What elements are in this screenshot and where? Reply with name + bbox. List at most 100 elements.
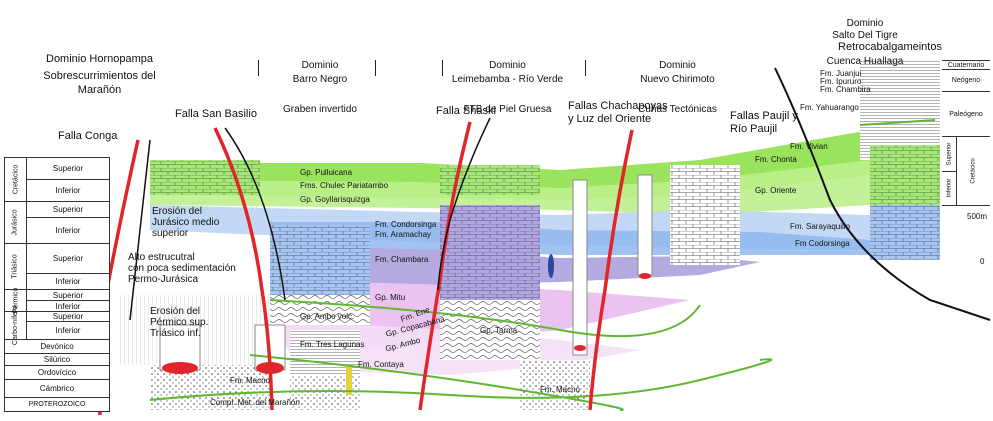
unit-codorsinga-r: Fm Codorsinga: [795, 239, 850, 248]
unit-oriente: Gp. Oriente: [755, 186, 797, 195]
header-chirimoto: Dominio Nuevo Chirimoto Cuñas Tectónicas: [615, 45, 740, 131]
cambrico: Cámbrico: [5, 380, 109, 398]
yellow-dike: [346, 365, 352, 395]
separator-4: [585, 60, 586, 76]
unit-mitu: Gp. Mitu: [375, 293, 406, 302]
jurasico-superior: Superior: [27, 202, 109, 218]
black-fault-3: [437, 117, 491, 291]
right-stratigraphic-column: Cuaternario Neógeno Paleógeno Superior I…: [942, 60, 990, 260]
unit-sarayaquillo: Fm. Sarayaquillo: [790, 222, 851, 231]
header-leimebamba-desc: FTB de Piel Gruesa: [463, 104, 552, 115]
chirimoto-block: [670, 165, 740, 265]
black-fault-2: [224, 127, 286, 301]
leimebamba-lower: [440, 300, 540, 360]
leimebamba-jurassic: [440, 205, 540, 300]
separator-1: [258, 60, 259, 76]
unit-chambira: Fm. Chambira: [820, 85, 871, 94]
era-jurasico: Jurásico: [5, 202, 27, 244]
header-salto-desc: Retrocabalgameintos: [838, 41, 942, 53]
header-leimebamba-name: Dominio Leimebamba - Río Verde: [451, 60, 564, 85]
header-leimebamba: Dominio Leimebamba - Río Verde FTB de Pi…: [440, 45, 575, 131]
annotation-erosion-permico: Erosión del Pérmico sup. Triásico inf.: [150, 306, 209, 339]
salto-upper-block: [860, 60, 940, 160]
annotation-alto-estructural: Alto estrucutral con poca sedimentación …: [128, 252, 236, 285]
unit-chulec: Fms. Chulec Pariatambo: [300, 181, 389, 190]
cretacico-inferior: Inferior: [27, 180, 109, 202]
unit-tarma: Gp. Tarma: [480, 326, 518, 335]
unit-chonta: Fm. Chonta: [755, 155, 797, 164]
header-chirimoto-desc: Cuñas Tectónicas: [638, 104, 717, 115]
triasico-superior: Superior: [27, 244, 109, 274]
label-fallas-chachapoyas: Fallas Chachapoyas y Luz del Oriente: [568, 100, 668, 125]
header-hornopampa: Dominio Hornopampa Sobrescurrimientos de…: [22, 52, 177, 97]
header-barro-negro-desc: Graben invertido: [283, 104, 357, 115]
green-horizon-3: [249, 354, 624, 411]
borehole-right: [637, 174, 653, 276]
unit-tres-lagunas: Fm. Tres Lagunas: [300, 340, 365, 349]
unit-macno-left: Fm. Macno: [230, 376, 271, 385]
green-horizon-1: [149, 358, 773, 401]
header-salto-basin: Cuenca Huallaga: [826, 56, 904, 67]
jurassic-condorsinga-layer: [270, 222, 940, 255]
unit-goyllarisquizga: Gp. Goyllarisquizga: [300, 195, 370, 204]
carbonifero-superior: Superior: [27, 312, 109, 322]
unit-juanjui: Fm. Juanjui: [820, 69, 862, 78]
rc-cretacico-block: Superior Inferior Cretácico: [942, 137, 990, 206]
era-carbonifero: Carbo-nífero: [5, 306, 27, 345]
stratigraphic-column: Cretácico Superior Inferior Jurásico Sup…: [4, 157, 110, 412]
header-barro-negro-name: Dominio Barro Negro: [292, 60, 348, 85]
separator-2: [375, 60, 376, 76]
unit-compl-met: Compl. Met. del Marañón: [210, 398, 300, 407]
triasico-inferior: Inferior: [27, 274, 109, 290]
cretaceous-layer-lower: [150, 155, 940, 215]
header-hornopampa-desc: Sobrescurrimientos del Marañón: [43, 70, 156, 96]
label-falla-conga: Falla Conga: [58, 130, 118, 142]
annotation-erosion-jurasico: Erosión del Jurásico medio superior: [152, 206, 220, 239]
falla-san-basilio-line: [213, 127, 274, 411]
silurico: Silúrico: [5, 354, 109, 366]
scale-500m: 500m: [967, 212, 988, 221]
era-triasico: Triásico: [5, 244, 27, 290]
unit-aramachay: Fm. Aramachay: [375, 230, 432, 239]
unit-condorsinga: Fm. Condorsinga: [375, 220, 437, 229]
ordovicico: Ordovícico: [5, 366, 109, 380]
falla-shaski-line: [418, 121, 472, 411]
rc-neogeno: Neógeno: [942, 70, 990, 92]
left-limestone-block: [150, 160, 260, 195]
scale-zero: 0: [980, 257, 985, 266]
black-fault-1: [129, 139, 151, 321]
label-fallas-paujil: Fallas Paujil y Río Paujil: [730, 110, 798, 135]
jurasico-inferior: Inferior: [27, 218, 109, 244]
header-salto: Dominio Salto Del Tigre Cuenca Huallaga: [805, 6, 925, 80]
borehole-center: [572, 179, 588, 356]
green-horizon-2: [269, 299, 701, 338]
unit-chambara: Fm. Chambara: [375, 255, 429, 264]
era-permico: Pérmico: [5, 288, 27, 313]
permico-superior: Superior: [27, 290, 109, 301]
separator-3: [442, 60, 443, 76]
carbonifero-inferior: Inferior: [27, 322, 109, 340]
label-falla-shaski: Falla Shaski: [436, 105, 496, 117]
header-chirimoto-name: Dominio Nuevo Chirimoto: [640, 60, 715, 85]
rc-cretacico: Cretácico: [971, 158, 977, 184]
rc-inferior: Inferior: [942, 171, 957, 205]
leimebamba-base: [520, 360, 590, 410]
unit-yahuarango: Fm. Yahuarango: [800, 103, 859, 112]
salto-cretaceous-block: [870, 145, 940, 205]
label-falla-san-basilio: Falla San Basilio: [175, 108, 257, 120]
blue-lens: [548, 254, 554, 278]
borehole-center-mark: [574, 345, 586, 351]
unit-macno-right: Fm. Macno: [540, 385, 581, 394]
rc-superior: Superior: [942, 137, 957, 172]
salto-lower-block: [870, 205, 940, 260]
unit-ipururo: Fm. Ipururo: [820, 77, 862, 86]
unit-vivian: Fm. Vivian: [790, 142, 828, 151]
devonico: Devónico: [5, 340, 109, 354]
era-cretacico: Cretácico: [5, 158, 27, 202]
unit-ambo-volc: Gp. Ambo volc.: [300, 312, 355, 321]
permico-inferior: Inferior: [27, 301, 109, 312]
borehole-right-mark: [639, 273, 651, 279]
black-fault-paujil: [774, 67, 991, 321]
header-barro-negro: Dominio Barro Negro Graben invertido: [265, 45, 375, 131]
